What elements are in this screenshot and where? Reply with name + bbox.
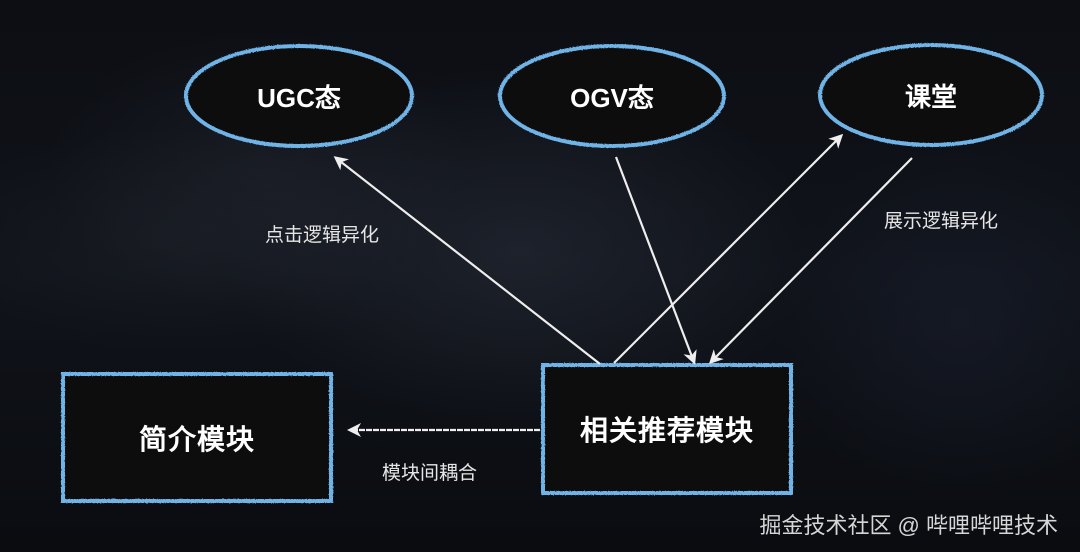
- arrow-recommend-to-ugc: [333, 156, 601, 365]
- edge-label-coupling: 模块间耦合: [382, 463, 478, 484]
- ogv-node-label: OGV态: [570, 82, 654, 113]
- intro-box: [61, 372, 333, 503]
- arrow-course-to-recommend: [708, 157, 913, 365]
- edge-label-click-logic: 点击逻辑异化: [265, 225, 380, 246]
- ugc-node-label: UGC态: [257, 82, 341, 113]
- watermark: 掘金技术社区 @ 哔哩哔哩技术: [759, 513, 1058, 538]
- course-node-label: 课堂: [904, 81, 957, 112]
- ogv-ellipse: [498, 44, 726, 148]
- arrow-recommend-to-course: [613, 133, 844, 364]
- recommend-module-label: 相关推荐模块: [579, 415, 754, 446]
- edge-label-display-logic: 展示逻辑异化: [884, 211, 999, 232]
- arrow-ogv-to-recommend: [614, 156, 697, 365]
- course-ellipse: [818, 43, 1044, 147]
- recommend-box: [541, 363, 793, 495]
- intro-module-label: 简介模块: [138, 423, 255, 455]
- ugc-ellipse: [184, 44, 414, 148]
